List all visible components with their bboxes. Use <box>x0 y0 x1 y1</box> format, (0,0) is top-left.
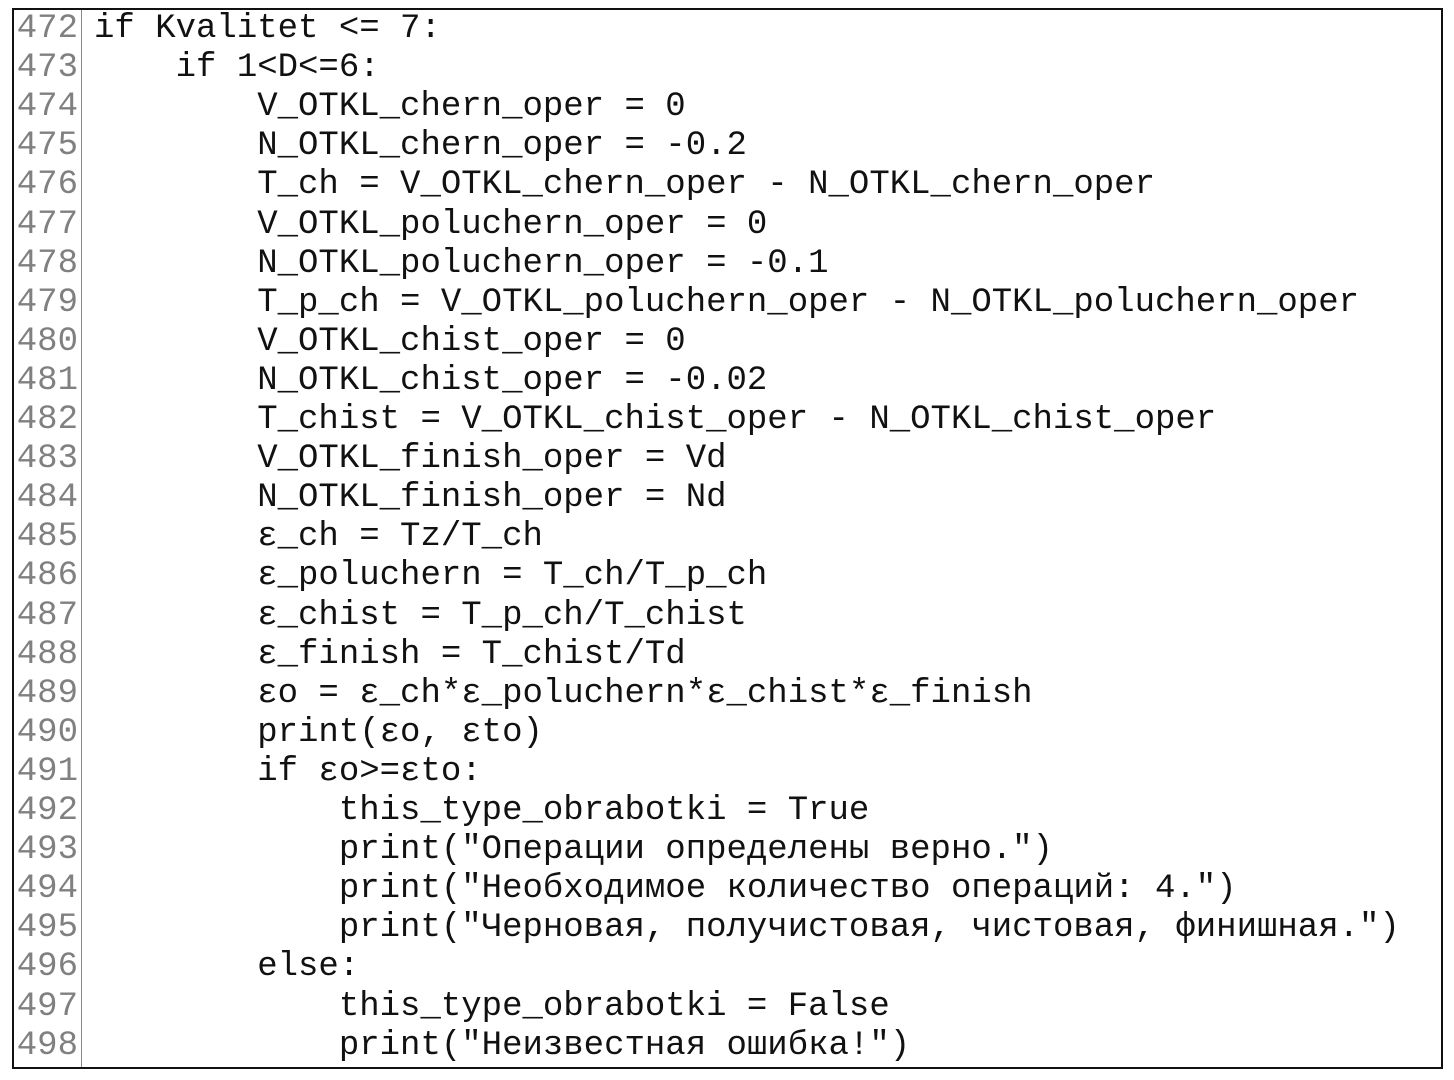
line-number: 482 <box>16 401 78 439</box>
code-line[interactable]: T_p_ch = V_OTKL_poluchern_oper - N_OTKL_… <box>94 283 1360 322</box>
line-number: 480 <box>16 322 78 361</box>
line-number: 492 <box>16 792 78 830</box>
code-line[interactable]: N_OTKL_chist_oper = -0.02 <box>94 361 768 400</box>
line-number: 487 <box>16 596 78 635</box>
line-number: 491 <box>16 752 78 791</box>
line-number: 495 <box>16 909 78 948</box>
line-number: 490 <box>16 713 78 752</box>
line-number: 473 <box>16 49 78 88</box>
code-line[interactable]: N_OTKL_poluchern_oper = -0.1 <box>94 244 829 283</box>
line-number: 488 <box>16 635 78 674</box>
line-number: 485 <box>16 518 78 557</box>
code-line[interactable]: else: <box>94 948 360 987</box>
line-number: 496 <box>16 948 78 987</box>
code-line[interactable]: ε_poluchern = T_ch/T_p_ch <box>94 557 768 596</box>
line-number: 477 <box>16 205 78 244</box>
line-number: 489 <box>16 674 78 713</box>
code-line[interactable]: ε_ch = Tz/T_ch <box>94 518 543 557</box>
code-line[interactable]: if Kvalitet <= 7: <box>94 10 441 48</box>
code-line[interactable]: print("Необходимое количество операций: … <box>94 870 1237 909</box>
code-line[interactable]: V_OTKL_poluchern_oper = 0 <box>94 205 768 244</box>
line-number: 474 <box>16 88 78 127</box>
code-line[interactable]: εo = ε_ch*ε_poluchern*ε_chist*ε_finish <box>94 674 1033 713</box>
code-line[interactable]: V_OTKL_finish_oper = Vd <box>94 440 727 479</box>
line-number: 481 <box>16 361 78 400</box>
code-line[interactable]: print("Операции определены верно.") <box>94 831 1053 870</box>
code-line[interactable]: ε_finish = T_chist/Td <box>94 635 686 674</box>
line-number: 476 <box>16 166 78 205</box>
line-number: 484 <box>16 479 78 518</box>
code-line[interactable]: N_OTKL_finish_oper = Nd <box>94 479 727 518</box>
code-editor[interactable]: 472 if Kvalitet <= 7: 473 if 1<D<=6: 474 V_… <box>12 8 1443 1069</box>
line-number: 472 <box>16 10 78 48</box>
code-line[interactable]: print("Черновая, получистовая, чистовая,… <box>94 909 1400 948</box>
code-line[interactable]: print(εo, εto) <box>94 713 543 752</box>
code-line[interactable]: print("Неизвестная ошибка!") <box>94 1026 911 1065</box>
code-line[interactable]: if εo>=εto: <box>94 752 482 791</box>
code-line[interactable]: this_type_obrabotki = True <box>94 792 870 830</box>
code-line[interactable]: this_type_obrabotki = False <box>94 987 890 1026</box>
code-line[interactable]: ε_chist = T_p_ch/T_chist <box>94 596 747 635</box>
code-line[interactable]: V_OTKL_chist_oper = 0 <box>94 322 686 361</box>
code-line[interactable]: if 1<D<=6: <box>94 49 380 88</box>
code-line[interactable]: N_OTKL_chern_oper = -0.2 <box>94 127 747 166</box>
line-number: 486 <box>16 557 78 596</box>
line-number: 475 <box>16 127 78 166</box>
line-number-gutter <box>14 10 82 1067</box>
line-number: 497 <box>16 987 78 1026</box>
line-number: 483 <box>16 440 78 479</box>
line-number: 498 <box>16 1026 78 1065</box>
code-line[interactable]: V_OTKL_chern_oper = 0 <box>94 88 686 127</box>
line-number: 478 <box>16 244 78 283</box>
line-number: 479 <box>16 283 78 322</box>
code-line[interactable]: T_ch = V_OTKL_chern_oper - N_OTKL_chern_… <box>94 166 1155 205</box>
code-line[interactable]: T_chist = V_OTKL_chist_oper - N_OTKL_chi… <box>94 401 1217 439</box>
line-number: 493 <box>16 831 78 870</box>
line-number: 494 <box>16 870 78 909</box>
